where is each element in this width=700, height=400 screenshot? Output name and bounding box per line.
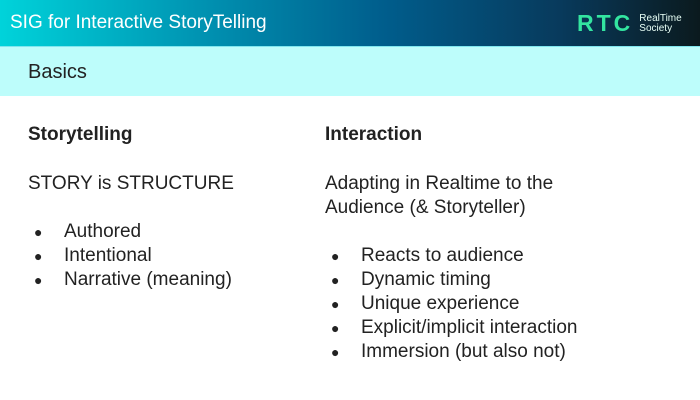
list-item: Explicit/implicit interaction: [325, 316, 577, 340]
list-item: Immersion (but also not): [325, 340, 577, 364]
logo-line2: Society: [639, 22, 673, 34]
logo-line1: RealTime: [639, 12, 682, 24]
list-item: Intentional: [28, 244, 234, 268]
slide-header: SIG for Interactive StoryTelling RTC Rea…: [0, 0, 700, 46]
right-text-line2: Audience (& Storyteller): [325, 197, 526, 218]
list-item: Reacts to audience: [325, 244, 577, 268]
header-title: SIG for Interactive StoryTelling: [10, 12, 267, 33]
right-heading: Interaction: [325, 124, 423, 145]
left-heading: Storytelling: [28, 124, 133, 145]
section-heading: Basics: [28, 61, 87, 83]
section-band: Basics: [0, 46, 700, 96]
left-column: Storytelling STORY is STRUCTURE Authored…: [28, 124, 234, 292]
left-text: STORY is STRUCTURE: [28, 173, 234, 194]
list-item: Authored: [28, 220, 234, 244]
right-bullets: Reacts to audience Dynamic timing Unique…: [325, 244, 577, 364]
left-bullets: Authored Intentional Narrative (meaning): [28, 220, 234, 292]
list-item: Narrative (meaning): [28, 268, 234, 292]
right-text-line1: Adapting in Realtime to the: [325, 173, 554, 194]
logo-mark: RTC: [577, 10, 634, 36]
list-item: Dynamic timing: [325, 268, 577, 292]
list-item: Unique experience: [325, 292, 577, 316]
